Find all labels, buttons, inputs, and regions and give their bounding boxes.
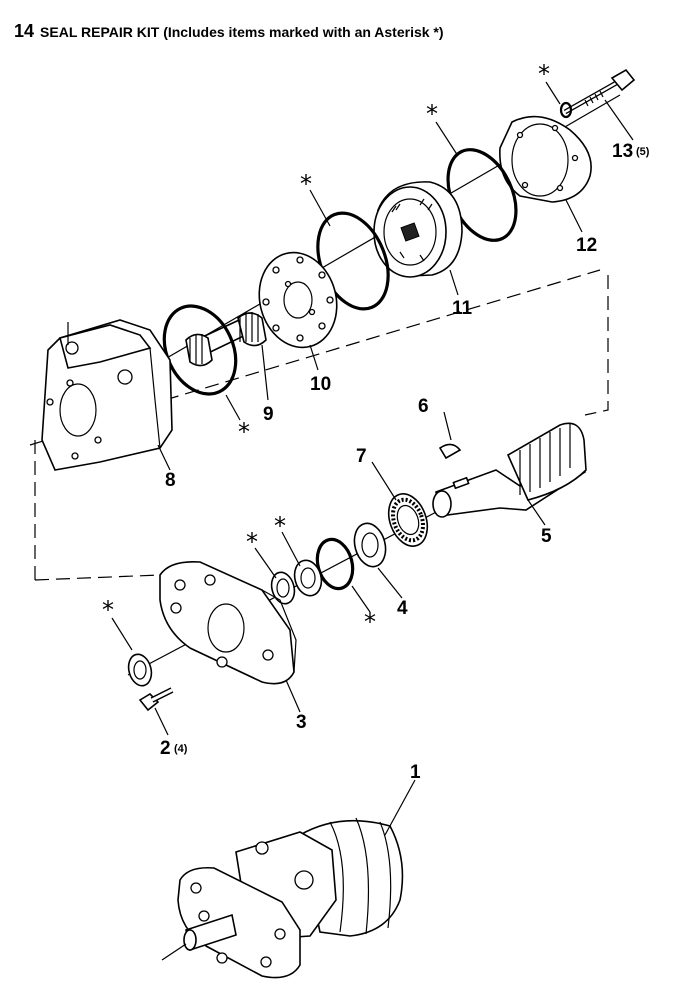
callout-2-quantity: (4)	[174, 743, 188, 755]
key-6	[438, 443, 462, 460]
valve-plate-10	[258, 251, 338, 349]
thrust-washer-4	[353, 522, 387, 568]
page-title: 14 SEAL REPAIR KIT (Includes items marked…	[14, 8, 444, 45]
figure-number: 14	[14, 21, 35, 41]
assembled-motor-1	[161, 817, 404, 979]
shaft-seal	[270, 571, 296, 605]
callout-3: 3	[296, 712, 307, 733]
callout-labels: 13 (5) 12 11 10 9 8 6 7 5 4 3 2 (4) 1	[160, 141, 650, 783]
backup-ring	[293, 559, 323, 597]
callout-6: 6	[418, 396, 429, 417]
housing-8	[41, 319, 173, 471]
bearing-7	[387, 493, 429, 547]
asterisk-marker: *	[246, 528, 258, 556]
seal-kit-markers: * * * * * * * *	[102, 60, 550, 636]
end-cap-12	[499, 115, 592, 203]
asterisk-marker: *	[426, 100, 438, 128]
callout-13-quantity: (5)	[636, 146, 650, 158]
callout-13: 13	[612, 141, 633, 162]
asterisk-marker: *	[300, 170, 312, 198]
dust-seal	[127, 653, 153, 687]
bolt-13	[563, 68, 636, 115]
bolt-2	[138, 687, 174, 712]
mounting-flange-3	[159, 560, 297, 685]
figure-title: SEAL REPAIR KIT (Includes items marked w…	[40, 24, 444, 40]
callout-8: 8	[165, 470, 176, 491]
bolt-seal-washer	[559, 101, 573, 119]
shaft-5	[432, 422, 587, 518]
asterisk-marker: *	[238, 418, 250, 446]
gerotor-11	[373, 181, 463, 278]
asterisk-marker: *	[274, 512, 286, 540]
drive-link-9	[185, 312, 267, 367]
callout-1: 1	[410, 762, 421, 783]
callout-9: 9	[263, 404, 274, 425]
asterisk-marker: *	[102, 596, 114, 624]
leader-lines	[111, 81, 634, 836]
callout-10: 10	[310, 374, 331, 395]
asterisk-marker: *	[364, 608, 376, 636]
callout-12: 12	[576, 235, 597, 256]
callout-7: 7	[356, 446, 367, 467]
callout-5: 5	[541, 526, 552, 547]
callout-4: 4	[397, 598, 408, 619]
callout-2: 2	[160, 738, 171, 759]
callout-11: 11	[452, 298, 473, 319]
asterisk-marker: *	[538, 60, 550, 88]
